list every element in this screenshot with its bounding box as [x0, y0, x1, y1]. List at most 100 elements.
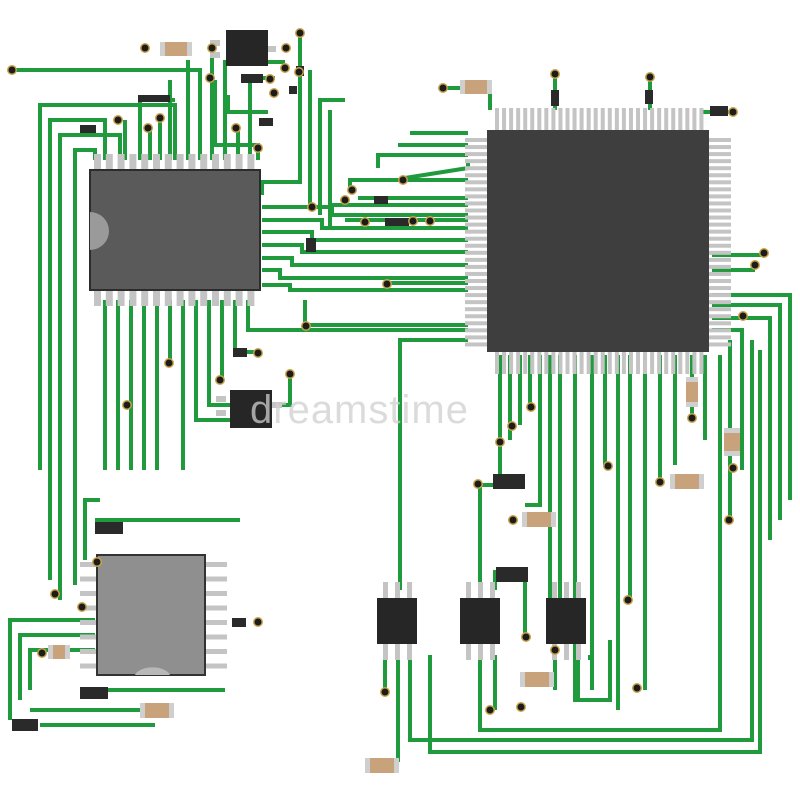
via: [50, 589, 60, 599]
qfp-pin: [465, 138, 487, 142]
so8-body: [460, 598, 500, 644]
soic-body: [89, 169, 261, 291]
soic-pin: [94, 290, 101, 306]
via-core: [254, 618, 262, 626]
resistor: [670, 474, 704, 489]
qfp-pin: [692, 108, 697, 130]
via: [294, 67, 304, 77]
via-core: [206, 74, 214, 82]
soic-pin: [164, 290, 172, 306]
trace: [48, 118, 107, 580]
via: [473, 479, 483, 489]
qfp-pin: [671, 352, 676, 374]
small-ic-chips: [377, 582, 586, 660]
qfp-pin: [692, 352, 697, 374]
via: [398, 175, 408, 185]
qfp-pin: [709, 222, 731, 227]
via-core: [254, 144, 262, 152]
qfp-pin: [709, 279, 731, 283]
qfp-pin: [544, 108, 549, 130]
via-core: [156, 114, 164, 122]
qfp-pin: [636, 108, 640, 130]
resistor: [460, 80, 492, 94]
via: [164, 358, 174, 368]
resistor: [48, 645, 70, 659]
resistor-body: [370, 758, 394, 773]
diode: [80, 687, 108, 699]
qfp-pin: [465, 321, 487, 326]
qfp-pin: [650, 108, 655, 130]
soic-pin: [117, 154, 125, 170]
via: [301, 321, 311, 331]
qfp-pin: [709, 208, 731, 213]
qfn-pin: [80, 562, 98, 567]
trace: [318, 98, 345, 215]
soic-pin: [223, 154, 231, 170]
qfp-main-chip: [465, 108, 731, 374]
resistor: [522, 512, 556, 527]
via: [140, 43, 150, 53]
sot-pin: [210, 40, 220, 46]
qfp-pin: [579, 108, 584, 130]
via-holes: [7, 28, 769, 715]
via-core: [426, 217, 434, 225]
soic-pin: [247, 290, 255, 306]
sot-body: [226, 30, 268, 66]
via: [113, 115, 123, 125]
diode: [289, 86, 297, 94]
soic-pin: [105, 290, 113, 306]
sot-pin: [216, 396, 226, 402]
via-core: [296, 29, 304, 37]
diode: [710, 106, 728, 116]
via: [408, 216, 418, 226]
via-core: [688, 414, 696, 422]
resistor-body: [675, 474, 699, 489]
via-core: [551, 70, 559, 78]
resistor-body: [145, 703, 169, 718]
via: [281, 43, 291, 53]
trace: [194, 300, 230, 422]
via-core: [646, 73, 654, 81]
via: [728, 463, 738, 473]
qfp-pin: [509, 352, 514, 374]
so8-pin: [383, 644, 388, 660]
qfp-pin: [551, 352, 556, 374]
via: [37, 648, 47, 658]
so8-pin: [407, 644, 412, 660]
sot-body: [230, 390, 272, 428]
qfp-pin: [586, 352, 591, 374]
qfp-pin: [709, 286, 731, 291]
via: [347, 185, 357, 195]
trace: [262, 230, 468, 242]
soic-pin: [235, 154, 243, 170]
qfp-pin: [572, 108, 577, 130]
qfp-pin: [664, 352, 669, 374]
so8-pin: [552, 582, 557, 598]
qfp-pin: [709, 264, 731, 269]
so8-pin: [466, 582, 471, 598]
trace: [712, 303, 782, 520]
qfn-pin: [80, 663, 98, 669]
via-core: [508, 422, 516, 430]
via: [750, 260, 760, 270]
qfn-pin: [80, 620, 98, 625]
via-core: [266, 75, 274, 83]
qfp-pin: [516, 108, 521, 130]
qfp-pin: [643, 108, 648, 130]
diode: [241, 74, 263, 83]
via-core: [381, 688, 389, 696]
resistor-body: [165, 42, 187, 56]
qfp-pin: [558, 108, 563, 130]
via-core: [439, 84, 447, 92]
qfp-pin: [709, 236, 731, 241]
soic-pin: [141, 290, 149, 306]
qfp-pin: [709, 152, 731, 157]
soic-pin: [235, 290, 243, 306]
qfp-pin: [465, 328, 487, 333]
via: [738, 311, 748, 321]
qfn-pin: [80, 591, 98, 596]
via-core: [208, 44, 216, 52]
via: [507, 421, 517, 431]
via-core: [760, 249, 768, 257]
via: [285, 369, 295, 379]
